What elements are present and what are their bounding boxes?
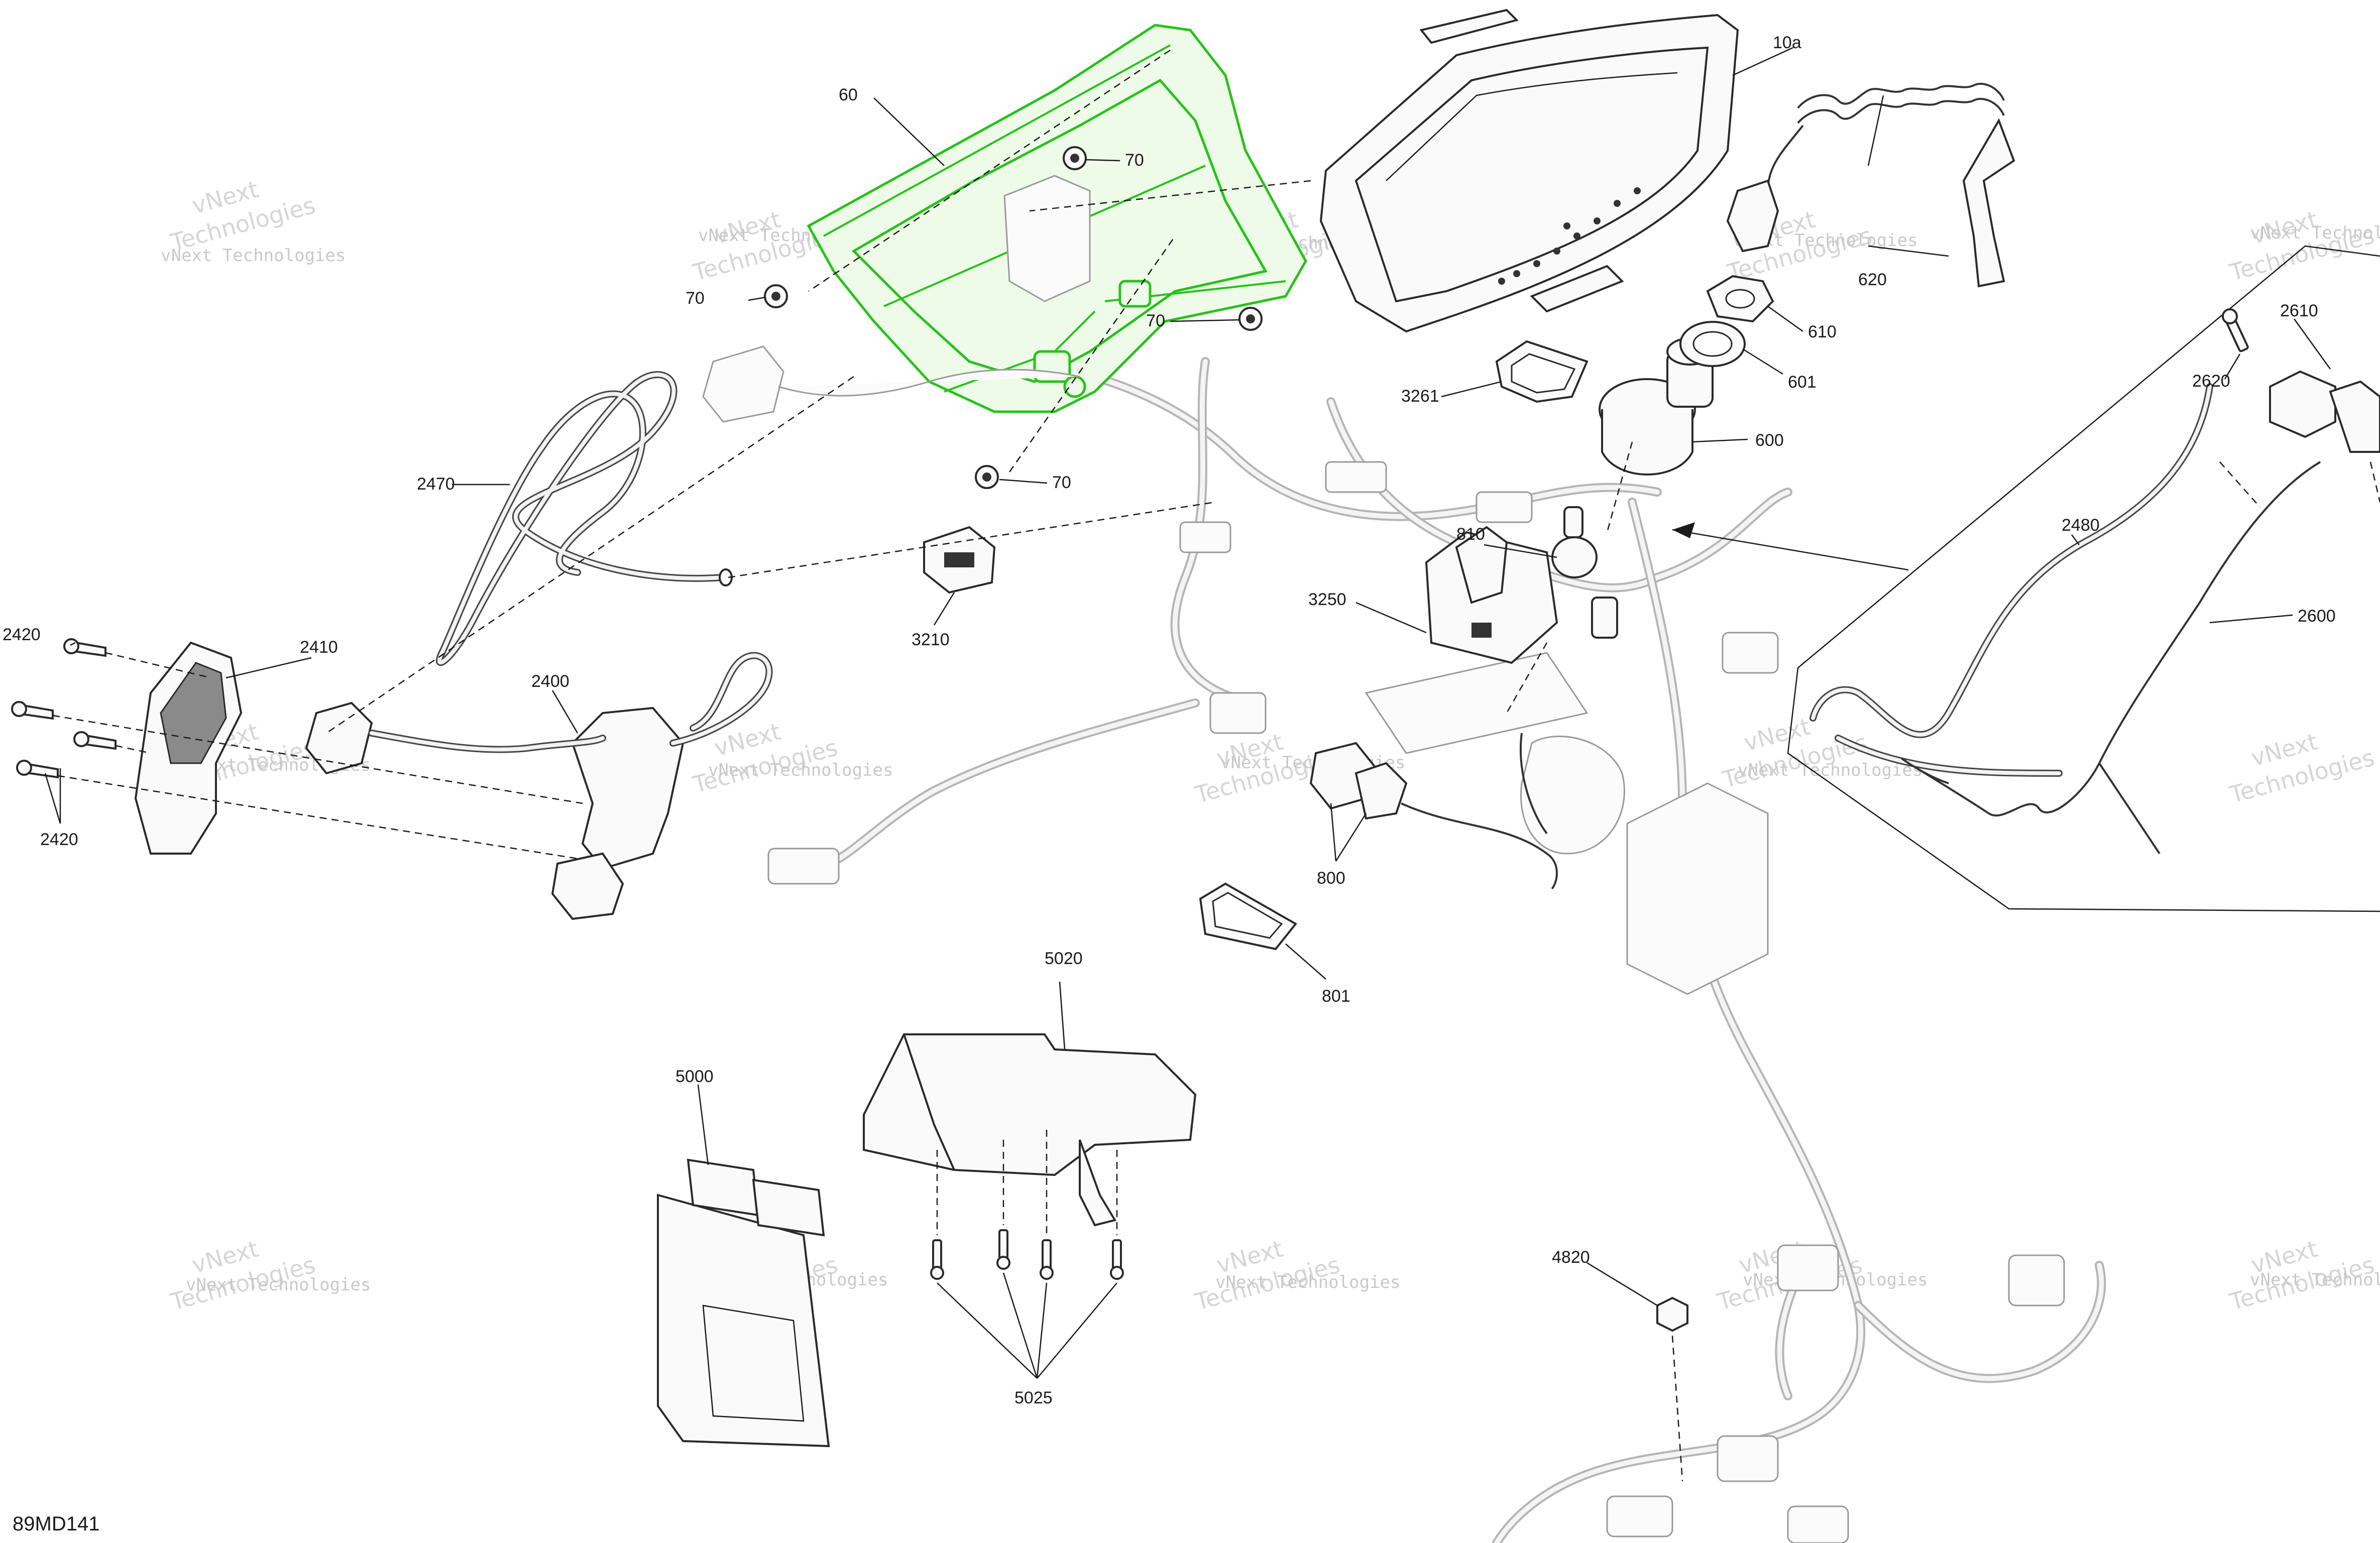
- callout-60: 60: [839, 85, 858, 104]
- callout-2420: 2420: [3, 625, 41, 644]
- callout-2470: 2470: [417, 474, 455, 494]
- handlebar-switch-2400: [305, 652, 773, 920]
- safety-lanyard-620: [1726, 82, 2015, 288]
- watermark-text: vNext Technologies: [161, 246, 346, 266]
- callout-4820: 4820: [1552, 1248, 1590, 1267]
- callout-2410: 2410: [300, 638, 338, 657]
- callout-800: 800: [1317, 869, 1345, 888]
- callout-2610: 2610: [2280, 301, 2318, 320]
- callout-620: 620: [1858, 270, 1887, 289]
- callout-3210: 3210: [912, 630, 950, 649]
- callout-70: 70: [1146, 311, 1165, 330]
- callout-5000: 5000: [675, 1067, 714, 1086]
- screw-70: [764, 146, 1263, 489]
- callout-601: 601: [1788, 373, 1817, 392]
- watermark-text: vNext Technologies: [2250, 1270, 2380, 1290]
- switch-module-3250: [1425, 526, 1558, 664]
- callout-801: 801: [1322, 987, 1350, 1006]
- ignition-switch-600: [1599, 337, 1714, 476]
- callout-3250: 3250: [1308, 590, 1346, 609]
- watermark-text: vNext Technologies: [186, 1275, 371, 1295]
- callout-5020: 5020: [1045, 949, 1083, 968]
- main-wiring-harness: [767, 347, 2106, 1543]
- screw-2620: [2222, 308, 2249, 352]
- watermark-text: vNext Technologies: [1738, 760, 1922, 780]
- callout-5025: 5025: [1014, 1388, 1053, 1407]
- callout-2420: 2420: [40, 830, 78, 849]
- hose-2480: [1809, 383, 2213, 777]
- callout-810: 810: [1456, 525, 1485, 544]
- callout-10a: 10a: [1773, 33, 1801, 52]
- callout-70: 70: [686, 289, 705, 308]
- ecm-cover-5020: [863, 1033, 1197, 1227]
- nut-4820: [1656, 1296, 1688, 1332]
- connector-800: [1309, 733, 1558, 890]
- screw-2420: [11, 638, 117, 779]
- watermark-text: vNext Technologies: [1215, 1272, 1400, 1292]
- module-2610: [2269, 370, 2380, 453]
- connector-3210: [923, 526, 996, 594]
- callout-labels: 10a 60 70 70 70 70 620 610 601 600 3261 …: [3, 33, 2336, 1407]
- callout-2600: 2600: [2298, 607, 2336, 626]
- washer-601: [1679, 321, 1746, 367]
- callout-2620: 2620: [2192, 372, 2230, 391]
- cluster-connector: [702, 175, 1091, 423]
- seal-801: [1199, 882, 1298, 951]
- leader-lines: [44, 47, 2380, 1482]
- callout-2400: 2400: [531, 672, 570, 691]
- callout-600: 600: [1755, 431, 1784, 450]
- watermarks: vNext Technologies vNext Technologies vN…: [161, 176, 2380, 1316]
- callout-70: 70: [1052, 473, 1071, 492]
- wire-2600: [1901, 461, 2321, 855]
- screw-5025: [930, 1229, 1124, 1280]
- hose-2470: [435, 371, 733, 666]
- callout-3261: 3261: [1401, 387, 1439, 406]
- callout-2480: 2480: [2062, 516, 2100, 535]
- gasket-3261: [1495, 340, 1589, 403]
- instrument-cluster-10a: [1319, 9, 1739, 333]
- plug-810: [1551, 506, 1618, 639]
- callout-70: 70: [1125, 151, 1144, 170]
- document-id: 89MD141: [13, 1513, 99, 1535]
- nut-610: [1706, 275, 1774, 323]
- ecm-5000: [657, 1158, 830, 1448]
- watermark-text: vNext Technologies: [708, 760, 893, 780]
- watermark-text: vNext Technologies: [2250, 223, 2380, 243]
- callout-610: 610: [1808, 322, 1837, 341]
- detail-inset: [1787, 245, 2380, 912]
